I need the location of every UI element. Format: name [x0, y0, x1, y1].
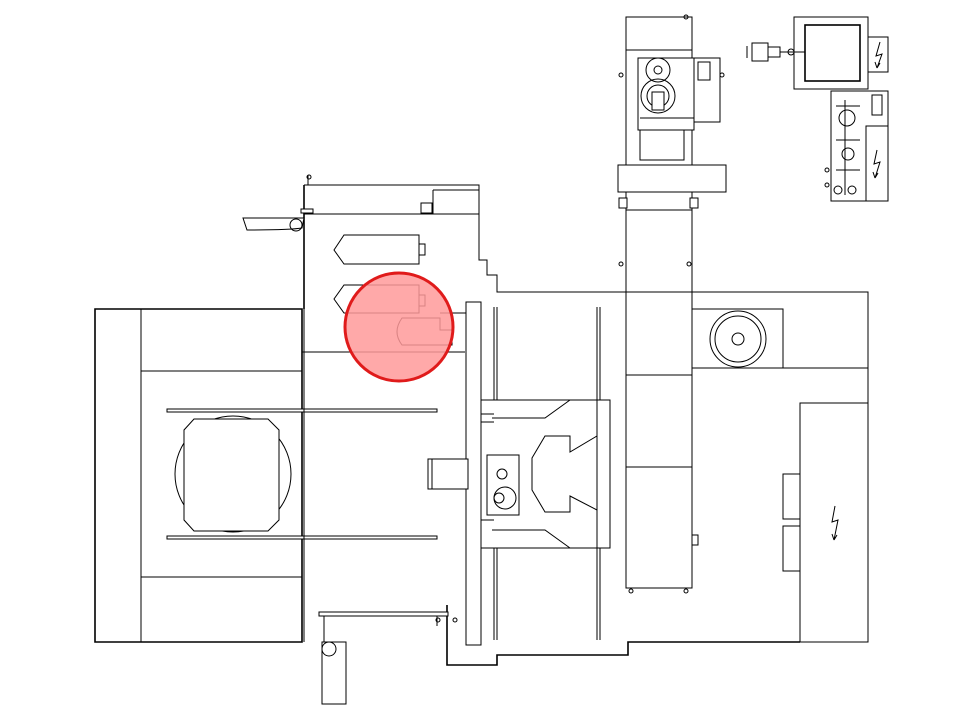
machine-base [318, 605, 800, 705]
left-enclosure [94, 308, 438, 643]
tool-magazine [691, 308, 868, 369]
electrical-hazard-icon [831, 505, 839, 541]
hydraulic-unit [824, 90, 889, 202]
rotary-table [174, 415, 292, 533]
electrical-cabinet [782, 402, 869, 643]
coolant-unit [746, 16, 889, 90]
column-housing [242, 174, 869, 643]
spindle-motor-upper [333, 234, 426, 265]
work-fixture [427, 399, 611, 549]
highlight-marker [343, 271, 455, 383]
column-gearbox [618, 14, 725, 161]
electrical-hazard-icon [872, 149, 881, 179]
electrical-hazard-icon [874, 41, 883, 69]
